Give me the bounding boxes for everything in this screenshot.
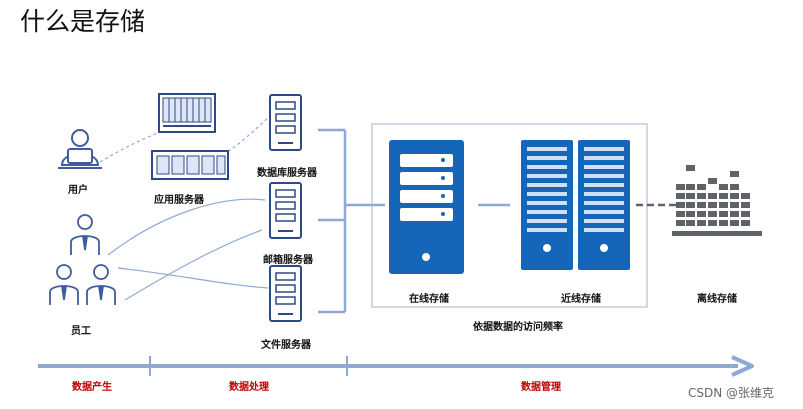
app-server-rack-bottom-icon	[151, 150, 229, 180]
employee-label: 员工	[71, 326, 91, 337]
app-server-label: 应用服务器	[154, 195, 204, 206]
db-server-label: 数据库服务器	[257, 168, 317, 179]
offline-storage-label: 离线存储	[697, 294, 737, 305]
watermark: CSDN @张维克	[688, 386, 775, 400]
user-icon	[58, 129, 102, 169]
phase-data-processing: 数据处理	[229, 382, 269, 393]
offline-storage-icon	[672, 165, 762, 236]
nearline-storage-icon	[521, 140, 630, 270]
phase-data-management: 数据管理	[521, 382, 561, 393]
timeline-arrow	[38, 355, 754, 377]
phase-data-generation: 数据产生	[72, 382, 112, 393]
storage-group-box	[371, 123, 648, 308]
db-server-icon	[269, 94, 302, 151]
mail-server-label: 邮箱服务器	[263, 255, 313, 266]
file-server-label: 文件服务器	[261, 340, 311, 351]
employee-icon	[49, 214, 116, 305]
connection-curves	[99, 117, 269, 301]
online-storage-icon	[389, 140, 464, 274]
user-label: 用户	[68, 185, 88, 196]
nearline-storage-label: 近线存储	[561, 294, 601, 305]
online-storage-label: 在线存储	[409, 294, 449, 305]
app-server-rack-top-icon	[158, 93, 216, 133]
file-server-icon	[269, 265, 302, 322]
page-title: 什么是存储	[20, 7, 146, 36]
server-bracket	[318, 128, 385, 314]
access-frequency-caption: 依据数据的访问频率	[473, 322, 563, 333]
mail-server-icon	[269, 182, 302, 239]
